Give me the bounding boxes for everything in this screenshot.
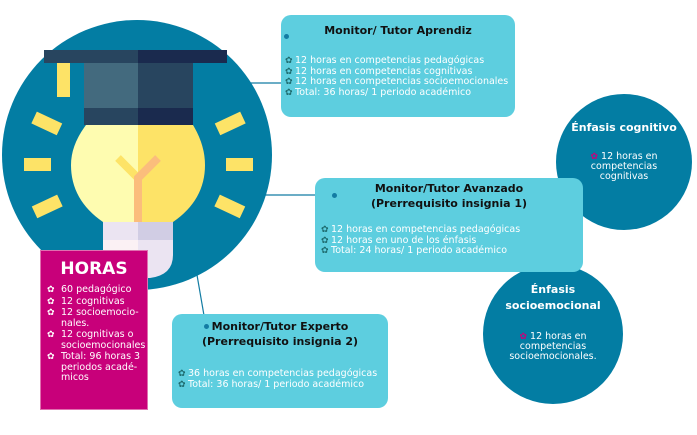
bullet-icon: ✿ <box>178 369 186 379</box>
box-experto: Monitor/Tutor Experto (Prerrequisito ins… <box>172 314 388 408</box>
bullet-icon: ✿ <box>285 66 293 77</box>
cognitivo-title: Énfasis cognitivo <box>571 121 677 134</box>
list-item: ✿12 socioemocio-nales. <box>47 307 139 329</box>
bullet-icon: ✿ <box>47 296 55 307</box>
box-aprendiz: Monitor/ Tutor Aprendiz ✿12 horas en com… <box>281 15 515 117</box>
list-item: ✿12 cognitivas o socioemocionales <box>47 329 146 351</box>
bullet-icon: ✿ <box>47 330 55 340</box>
list-item: ✿Total: 24 horas/ 1 periodo académico <box>321 245 508 256</box>
bullet-icon: ✿ <box>519 332 527 342</box>
horas-title: HORAS <box>60 259 128 279</box>
bullet-icon: ✿ <box>47 285 55 295</box>
list-item: ✿Total: 36 horas/ 1 periodo académico <box>285 86 472 98</box>
bullet-icon: ✿ <box>178 379 186 390</box>
bullet-icon: ✿ <box>285 87 293 98</box>
aprendiz-title: Monitor/ Tutor Aprendiz <box>324 24 472 37</box>
horas-list: ✿60 pedagógico ✿12 cognitivas ✿12 socioe… <box>47 284 146 384</box>
box-horas: HORAS ✿60 pedagógico ✿12 cognitivas ✿12 … <box>40 250 148 410</box>
connector-dot <box>332 193 337 198</box>
bullet-icon: ✿ <box>285 56 293 66</box>
connector-dot <box>284 34 289 39</box>
bullet-icon: ✿ <box>47 308 55 318</box>
connector-dot <box>204 324 209 329</box>
bullet-icon: ✿ <box>47 352 55 362</box>
avanzado-list: ✿12 horas en competencias pedagógicas ✿1… <box>321 224 583 257</box>
circle-enfasis-socioemocional: Énfasis socioemocional ✿ 12 horas en com… <box>483 264 623 404</box>
list-item: ✿36 horas en competencias pedagógicas <box>178 368 378 379</box>
list-item: ✿12 horas en competencias socioemocional… <box>285 76 509 87</box>
list-item: ✿12 horas en competencias cognitivas <box>285 65 473 77</box>
box-avanzado: Monitor/Tutor Avanzado (Prerrequisito in… <box>315 178 583 272</box>
list-item: ✿60 pedagógico <box>47 284 132 295</box>
bullet-icon: ✿ <box>285 77 293 87</box>
list-item: ✿12 horas en competencias pedagógicas <box>321 224 521 235</box>
list-item: ✿12 cognitivas <box>47 295 125 307</box>
list-item: ✿12 horas en competencias pedagógicas <box>285 55 485 66</box>
list-item: ✿12 horas en uno de los énfasis <box>321 234 477 246</box>
list-item: ✿Total: 36 horas/ 1 periodo académico <box>178 378 365 390</box>
bullet-icon: ✿ <box>590 152 598 162</box>
aprendiz-list: ✿12 horas en competencias pedagógicas ✿1… <box>285 55 515 98</box>
experto-list: ✿36 horas en competencias pedagógicas ✿T… <box>178 368 388 390</box>
bullet-icon: ✿ <box>321 246 329 256</box>
bullet-icon: ✿ <box>321 225 329 235</box>
bullet-icon: ✿ <box>321 235 329 246</box>
light-rays <box>24 63 253 219</box>
list-item: ✿Total: 96 horas 3 periodos acadé-micos <box>47 351 141 383</box>
